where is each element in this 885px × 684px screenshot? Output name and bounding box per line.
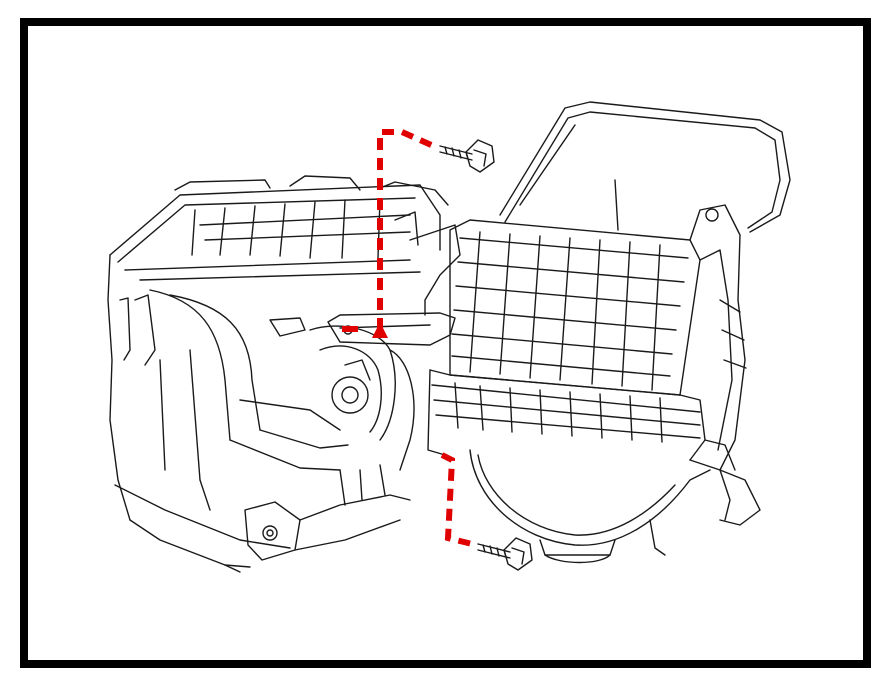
upper-screw	[439, 139, 495, 173]
lower-screw	[477, 537, 533, 571]
lower-fastener-leader	[440, 452, 477, 548]
upper-fastener-leader	[377, 129, 440, 330]
diagram-frame	[20, 18, 871, 668]
heater-core-housing	[107, 175, 449, 573]
upper-leader-arrowhead	[372, 322, 388, 338]
blower-housing	[427, 101, 791, 564]
upper-leader-tick	[342, 326, 358, 332]
